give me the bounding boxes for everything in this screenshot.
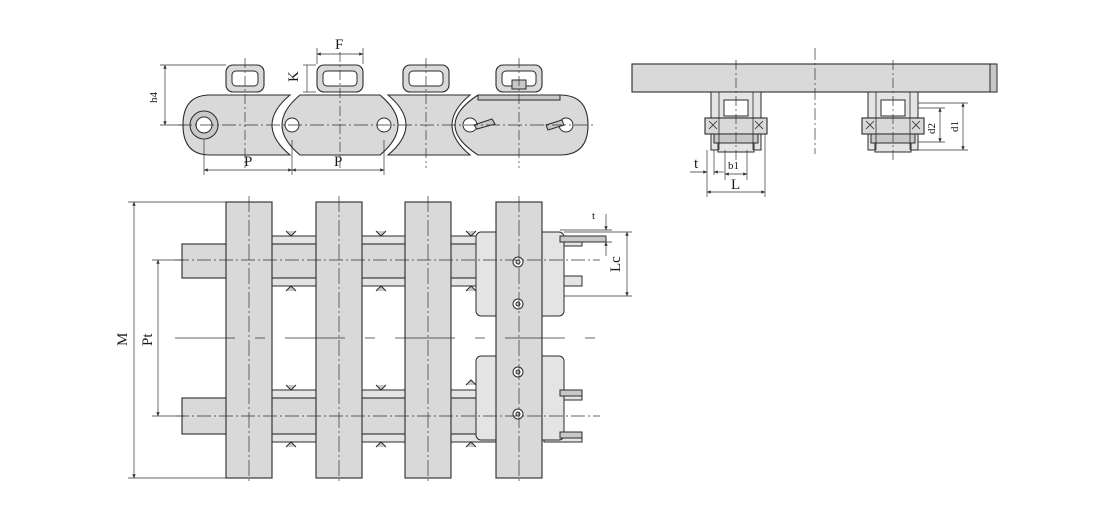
label-P-left: P [244, 154, 252, 170]
label-K: K [286, 71, 302, 82]
label-Pt: Pt [140, 333, 156, 346]
label-b1: b1 [728, 160, 739, 172]
plan-view: t Lc M Pt [115, 196, 632, 484]
attachment-loops [225, 64, 543, 93]
label-M: M [115, 333, 131, 346]
label-Lc: Lc [608, 256, 624, 272]
label-t-side: t [694, 156, 699, 172]
label-d2: d2 [926, 123, 938, 134]
slat [631, 63, 997, 93]
label-t-plan: t [592, 210, 595, 222]
label-d1: d1 [949, 121, 961, 132]
label-h4: h4 [148, 92, 160, 104]
link-plates [182, 94, 292, 156]
label-F: F [335, 37, 343, 53]
label-P-right: P [334, 154, 342, 170]
side-view: t b1 L d2 d1 [631, 48, 998, 197]
front-view: F K h4 P P [148, 37, 596, 175]
label-L: L [731, 177, 740, 193]
